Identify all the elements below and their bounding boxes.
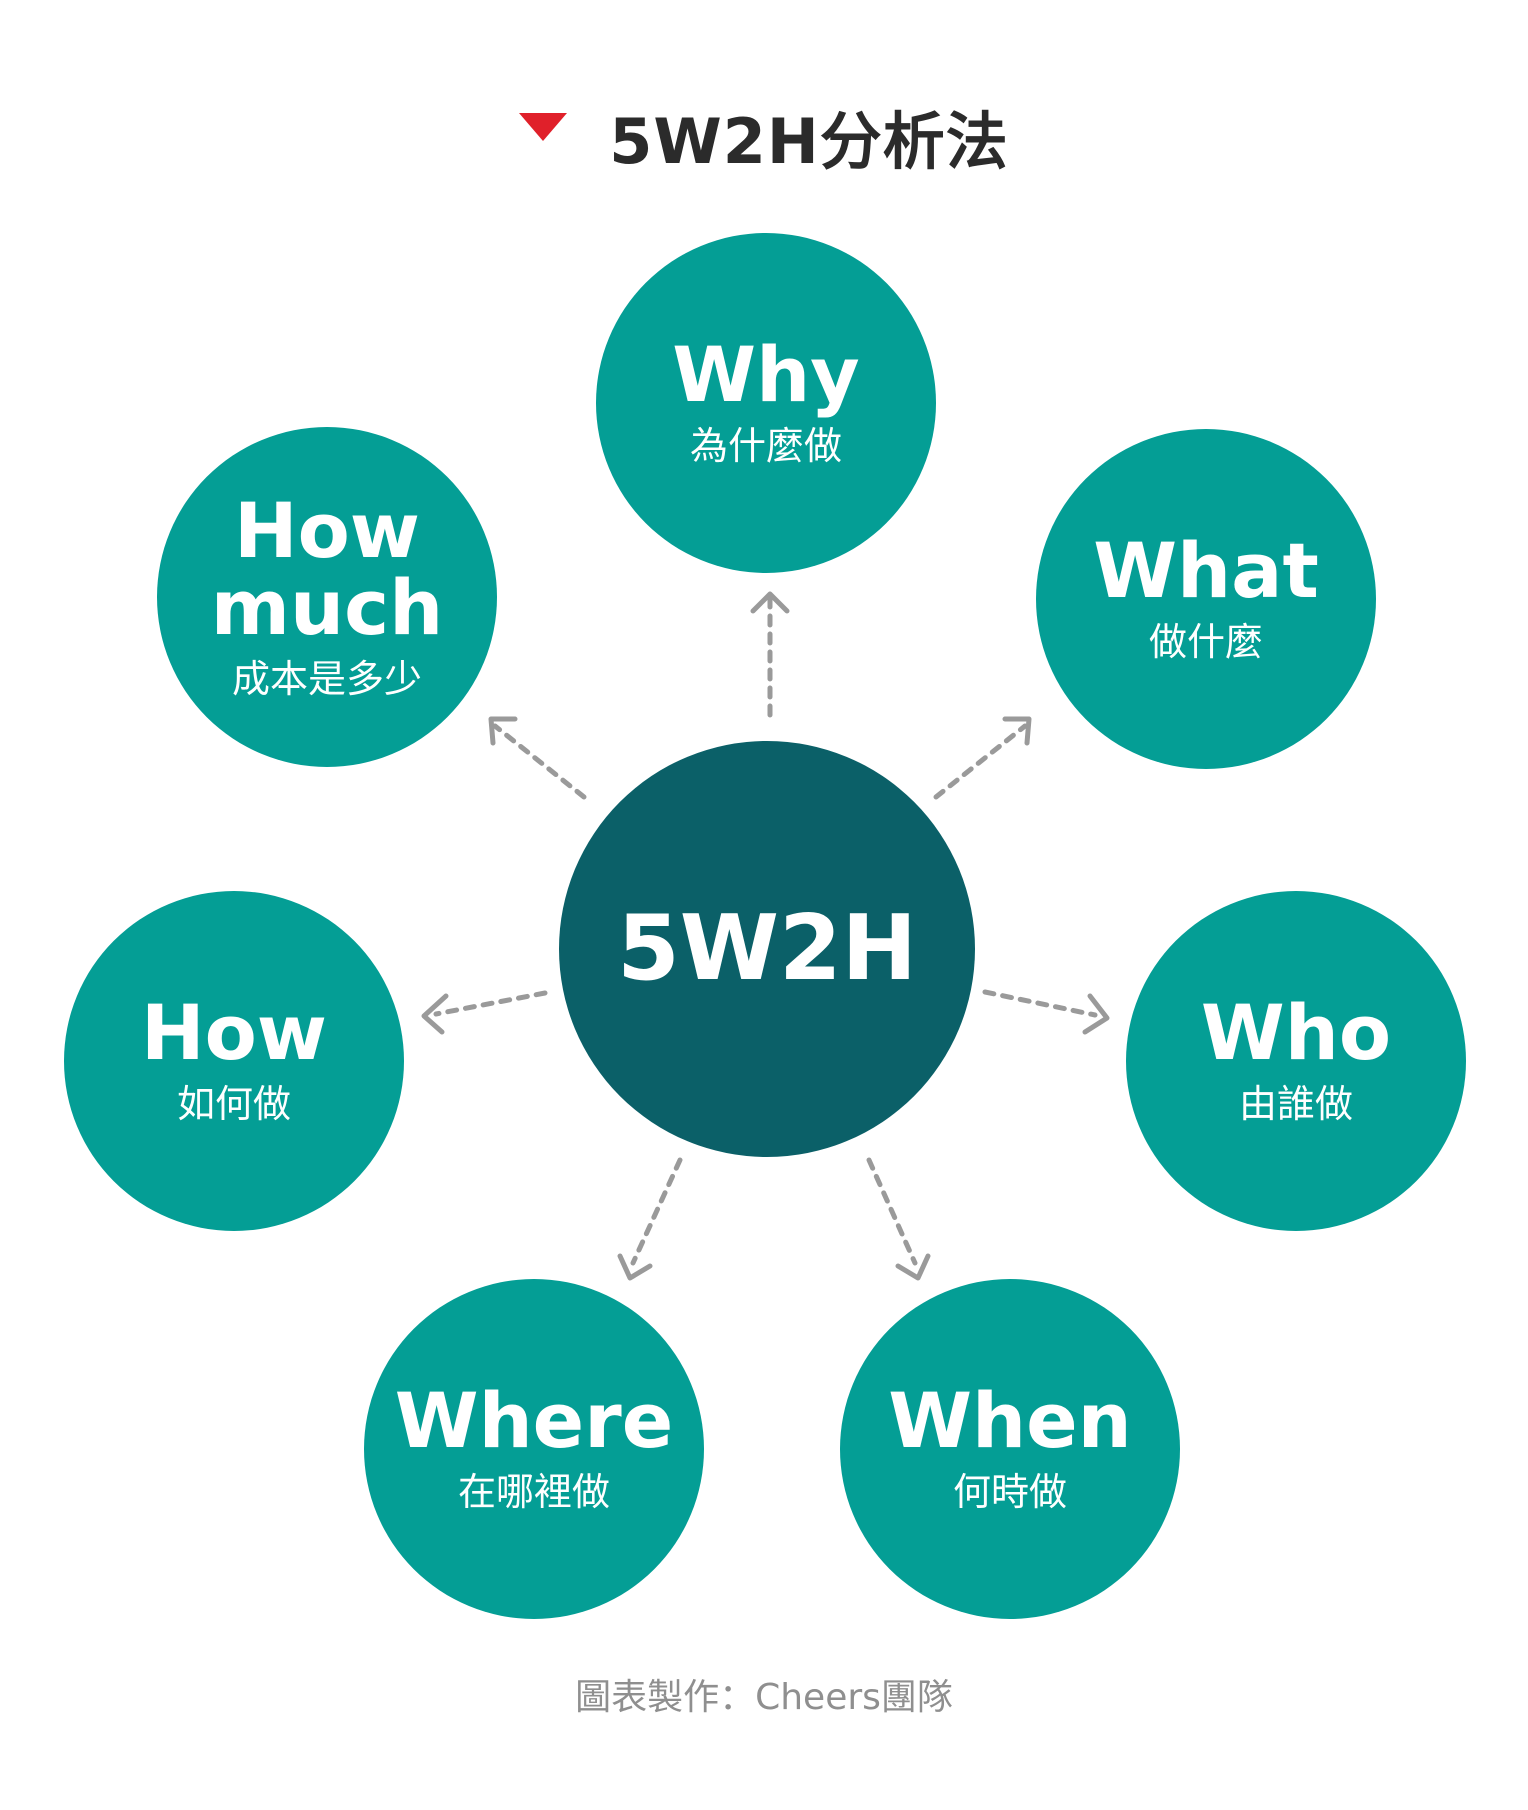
arrowhead-when-icon bbox=[895, 1253, 931, 1281]
page-title: 5W2H分析法 bbox=[609, 105, 1009, 178]
arrow-to-how-much bbox=[492, 723, 587, 800]
arrow-to-what bbox=[933, 723, 1028, 800]
node-why-label: Why bbox=[672, 330, 860, 420]
arrow-to-when bbox=[866, 1157, 918, 1266]
arrowhead-how-icon bbox=[421, 993, 449, 1035]
node-who: Who 由誰做 bbox=[1126, 891, 1466, 1231]
arrow-to-who bbox=[982, 989, 1098, 1018]
arrowhead-who-icon bbox=[1082, 993, 1110, 1035]
node-how-much-label-line2: much bbox=[210, 563, 444, 653]
arrowhead-what-icon bbox=[1002, 716, 1032, 746]
arrow-to-where bbox=[630, 1157, 683, 1266]
title-bar: 5W2H分析法 bbox=[0, 96, 1528, 178]
credit-footer: 圖表製作：Cheers團隊 bbox=[575, 1677, 953, 1718]
node-when-label: When bbox=[888, 1376, 1132, 1466]
triangle-marker-icon bbox=[519, 113, 568, 141]
center-label: 5W2H bbox=[617, 896, 917, 1002]
arrowhead-where-icon bbox=[617, 1253, 653, 1281]
node-how: How 如何做 bbox=[64, 891, 404, 1231]
node-when: When 何時做 bbox=[840, 1279, 1180, 1619]
node-when-sub: 何時做 bbox=[952, 1469, 1067, 1514]
node-why-sub: 為什麼做 bbox=[689, 423, 842, 468]
node-how-much: How much 成本是多少 bbox=[157, 427, 497, 767]
node-why: Why 為什麼做 bbox=[596, 233, 936, 573]
node-what-sub: 做什麼 bbox=[1148, 619, 1263, 664]
center-node-5w2h: 5W2H bbox=[559, 741, 975, 1157]
node-where: Where 在哪裡做 bbox=[364, 1279, 704, 1619]
arrowhead-how-much-icon bbox=[488, 716, 518, 746]
node-how-much-sub: 成本是多少 bbox=[231, 656, 422, 701]
node-how-label: How bbox=[140, 988, 328, 1078]
arrow-to-how bbox=[433, 990, 548, 1017]
arrowhead-why-icon bbox=[750, 591, 790, 614]
node-who-sub: 由誰做 bbox=[1238, 1081, 1353, 1126]
node-how-sub: 如何做 bbox=[176, 1081, 291, 1126]
node-where-label: Where bbox=[394, 1376, 674, 1466]
node-what: What 做什麼 bbox=[1036, 429, 1376, 769]
node-what-label: What bbox=[1093, 526, 1319, 616]
node-who-label: Who bbox=[1200, 988, 1392, 1078]
node-how-much-label-line1: How bbox=[233, 485, 421, 575]
node-where-sub: 在哪裡做 bbox=[457, 1469, 610, 1514]
